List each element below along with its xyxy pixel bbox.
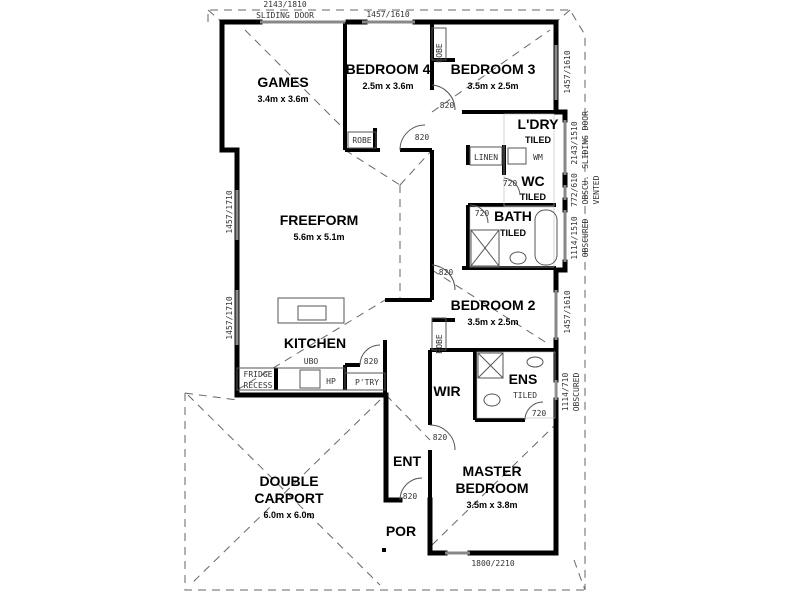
ens-toilet — [483, 393, 501, 407]
room-bedroom3-label: BEDROOM 3 — [451, 61, 536, 77]
room-games-size: 3.4m x 3.6m — [257, 94, 308, 104]
door-swings[interactable] — [359, 84, 544, 501]
window-size: 1457/1610 — [563, 290, 572, 334]
ens-shower — [477, 352, 504, 379]
window-label: VENTED — [592, 175, 601, 204]
pantry-label: P'TRY — [355, 378, 379, 387]
fridge-label: FRIDGE — [244, 370, 273, 379]
robe-bed4: ROBE — [352, 136, 371, 145]
window-label: OBSCURED — [572, 373, 581, 412]
window-size: 1800/2210 — [471, 559, 515, 568]
door-size: 820 — [440, 101, 455, 110]
room-bedroom3-size: 3.5m x 2.5m — [467, 81, 518, 91]
room-wir-label: WIR — [433, 383, 460, 399]
wm-label: WM — [533, 153, 543, 162]
room-bedroom2-label: BEDROOM 2 — [451, 297, 536, 313]
room-porch-label: POR — [386, 523, 416, 539]
sink — [297, 305, 327, 321]
cooktop — [299, 369, 321, 389]
room-bedroom2-size: 3.5m x 2.5m — [467, 317, 518, 327]
room-laundry-label: L'DRY — [518, 116, 560, 132]
room-ensuite-finish: TILED — [513, 391, 537, 400]
window-size: 1457/1610 — [366, 10, 410, 19]
ubo-label: UBO — [304, 357, 319, 366]
room-kitchen-label: KITCHEN — [284, 335, 346, 351]
room-wc-finish: TILED — [520, 192, 546, 202]
window-size: 1457/1710 — [225, 190, 234, 234]
window-size: 1457/1610 — [563, 50, 572, 94]
room-bedroom4-size: 2.5m x 3.6m — [362, 81, 413, 91]
shower — [470, 229, 500, 267]
room-master-label2: BEDROOM — [455, 480, 528, 496]
kitchen-island — [277, 297, 345, 324]
window-size: 772/610 — [570, 173, 579, 207]
room-freeform-label: FREEFORM — [280, 212, 359, 228]
fridge-recess-label: RECESS — [244, 381, 273, 390]
ens-basin — [526, 356, 544, 368]
room-bedroom4-label: BEDROOM 4 — [346, 61, 431, 77]
room-ensuite-label: ENS — [509, 371, 538, 387]
window-size: 1457/1710 — [225, 296, 234, 340]
window-label: OBSCU. — [581, 176, 590, 205]
door-size: 820 — [403, 492, 418, 501]
bathtub — [534, 209, 558, 266]
door-size: 720 — [532, 409, 547, 418]
room-carport-label: DOUBLE — [259, 473, 318, 489]
room-wc-label: WC — [521, 173, 544, 189]
laundry-tub — [507, 147, 527, 165]
robe-bed3: ROBE — [435, 43, 444, 62]
door-size: 820 — [439, 268, 454, 277]
window-size: 2143/1810 — [263, 0, 307, 9]
room-laundry-finish: TILED — [525, 135, 551, 145]
window-size: 1114/1510 — [570, 216, 579, 260]
room-diagonals — [187, 29, 556, 586]
robe-bed2: ROBE — [435, 334, 444, 353]
room-games-label: GAMES — [257, 74, 308, 90]
wet-area-tiles — [236, 27, 558, 552]
room-carport-label2: CARPORT — [254, 490, 324, 506]
hp-label: HP — [326, 377, 336, 386]
door-size: 720 — [503, 179, 518, 188]
room-freeform-size: 5.6m x 5.1m — [293, 232, 344, 242]
room-master-size: 3.5m x 3.8m — [466, 500, 517, 510]
door-size: 820 — [433, 433, 448, 442]
walls — [219, 19, 568, 556]
windows[interactable] — [235, 20, 567, 555]
window-label: SLIDING DOOR — [256, 11, 314, 20]
window-label: OBSCURED — [581, 219, 590, 258]
room-bath-label: BATH — [494, 208, 532, 224]
room-carport-size: 6.0m x 6.0m — [263, 510, 314, 520]
window-size: 1114/710 — [561, 373, 570, 412]
window-label: SLIDING DOOR — [581, 111, 590, 169]
room-entry-label: ENT — [393, 453, 421, 469]
room-bath-finish: TILED — [500, 228, 526, 238]
door-size: 820 — [415, 133, 430, 142]
room-master-label: MASTER — [462, 463, 521, 479]
door-size: 820 — [364, 357, 379, 366]
basin — [509, 251, 527, 265]
window-size: 2143/1510 — [570, 121, 579, 165]
door-size: 720 — [475, 209, 490, 218]
linen-label: LINEN — [474, 153, 498, 162]
